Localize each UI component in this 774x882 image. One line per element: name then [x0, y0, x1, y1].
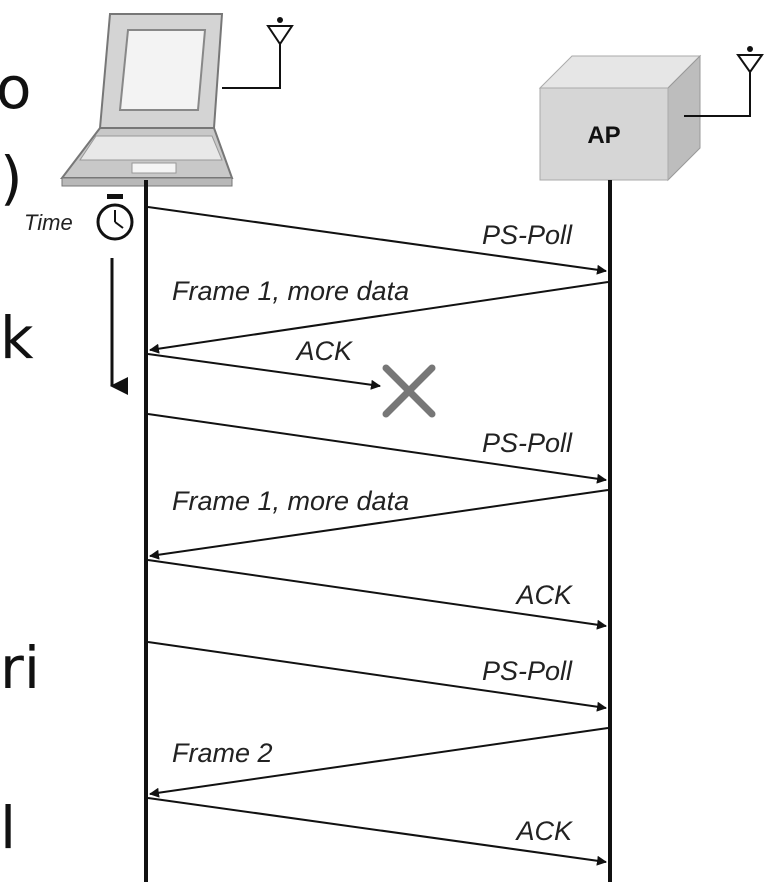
- message-label: PS-Poll: [482, 656, 573, 686]
- message-label: Frame 2: [172, 738, 273, 768]
- cutoff-text-4: l: [0, 794, 16, 862]
- message-label: Frame 1, more data: [172, 486, 409, 516]
- message-label: ACK: [514, 580, 573, 610]
- message-label: ACK: [294, 336, 353, 366]
- stopwatch-icon: [98, 194, 132, 239]
- cutoff-text-3: ri: [0, 634, 40, 702]
- message-label: PS-Poll: [482, 220, 573, 250]
- message-label: ACK: [514, 816, 573, 846]
- access-point-box: [540, 56, 700, 180]
- message-label: Frame 1, more data: [172, 276, 409, 306]
- ap-label: AP: [587, 122, 620, 149]
- cutoff-text-2: k: [0, 304, 34, 372]
- lost-frame-x-icon: [386, 368, 432, 414]
- cutoff-char: o: [0, 54, 32, 122]
- time-label: Time: [24, 210, 73, 235]
- laptop-icon: [62, 14, 232, 186]
- cutoff-text-1: ): [0, 144, 23, 212]
- station-antenna-icon: [222, 17, 292, 88]
- message-label: PS-Poll: [482, 428, 573, 458]
